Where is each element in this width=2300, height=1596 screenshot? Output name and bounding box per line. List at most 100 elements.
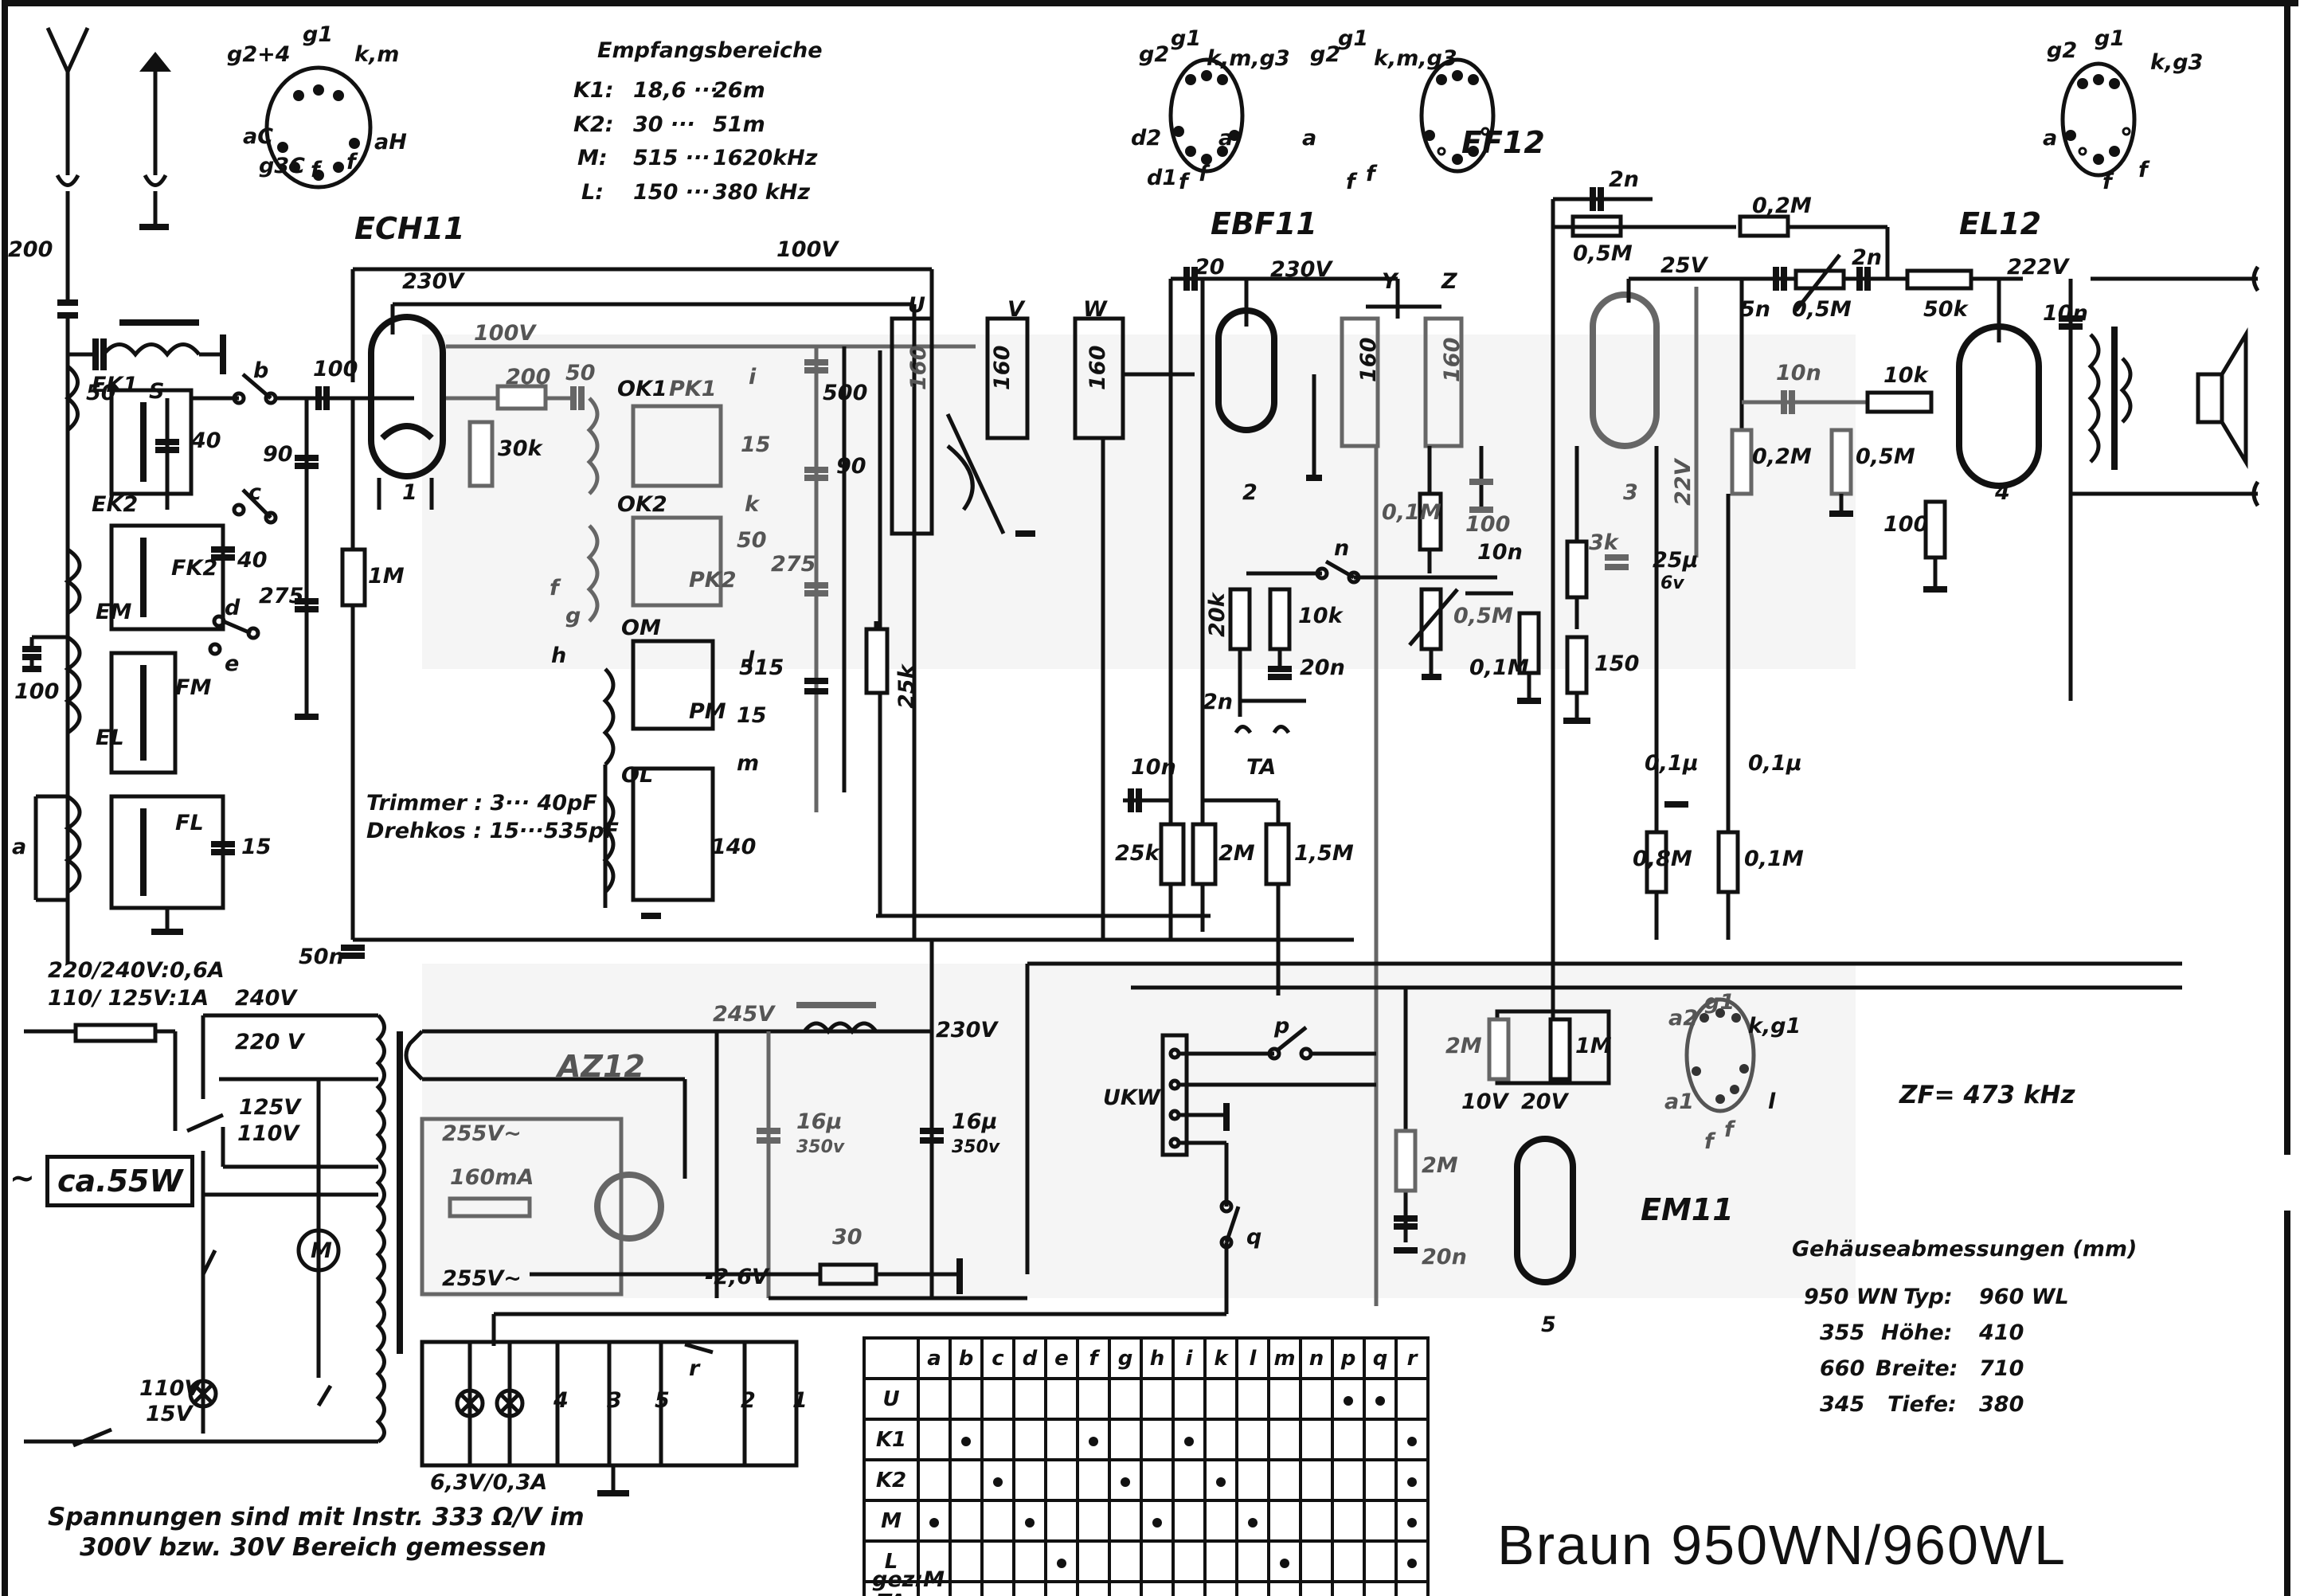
band-table-cell: [1203, 1539, 1238, 1583]
switch-label-q: q: [1246, 1225, 1262, 1250]
component-label: 350v: [796, 1137, 845, 1157]
if-transformer-label: U: [908, 293, 925, 318]
band-table-cell: [1012, 1458, 1047, 1502]
component-label: 275: [259, 584, 304, 608]
switch-label-m: m: [737, 751, 760, 776]
band-table-cell: [1235, 1580, 1270, 1596]
component-label: 2n: [1852, 245, 1883, 270]
band-table-cell: [1267, 1377, 1302, 1421]
tube-label-em11: EM11: [1641, 1192, 1734, 1227]
socket-pin-label: a: [2043, 126, 2058, 151]
component-label: S: [149, 379, 165, 404]
band-table-cell: [917, 1458, 952, 1502]
band-table-cell: [1044, 1539, 1079, 1583]
band-table-cell: [1076, 1377, 1111, 1421]
range-band: K1:: [573, 78, 614, 103]
socket-pin-label: a2: [1668, 1006, 1699, 1031]
socket-pin-label: d1: [1147, 166, 1178, 190]
component-label: 200: [8, 237, 53, 262]
tube-label-ef12: EF12: [1461, 125, 1545, 160]
band-table-column-header: r: [1394, 1336, 1430, 1380]
transformer-primary: [375, 1014, 386, 1444]
socket-pin-label: g2: [1139, 42, 1170, 67]
band-table-cell: [1203, 1377, 1238, 1421]
component-label: 20k: [1205, 593, 1230, 637]
band-table-row: M: [862, 1499, 1430, 1543]
fuse-rating: 110/ 125V:1A: [48, 986, 209, 1011]
band-table-cell: [1267, 1539, 1302, 1583]
band-table-cell: [917, 1499, 952, 1543]
band-table-cell: [1235, 1377, 1270, 1421]
voltage-label: 230V: [936, 1018, 998, 1042]
dim-label: Breite:: [1876, 1356, 1958, 1381]
component-label: 2M: [1445, 1034, 1482, 1058]
switch-closed-dot: [1216, 1477, 1226, 1487]
voltage-label: 125V: [239, 1095, 301, 1120]
band-table-cell: [949, 1458, 984, 1502]
component-label: FK2: [171, 556, 218, 581]
component-label: 10n: [2043, 301, 2088, 326]
band-table-cell: [1140, 1458, 1175, 1502]
component-label: 160: [1356, 337, 1381, 382]
component-label: OK2: [617, 492, 667, 517]
switch-closed-dot: [1121, 1477, 1130, 1487]
dial-lamp-number: 3: [607, 1388, 622, 1413]
band-table-column-header: c: [980, 1336, 1015, 1380]
ef12-socket-diagram: [1410, 56, 1505, 178]
voltage-label: 230V: [1270, 257, 1332, 282]
voltage-label: 100V: [776, 237, 839, 262]
voltage-label: 6,3V/0,3A: [430, 1470, 548, 1495]
component-label: 1,5M: [1294, 841, 1354, 866]
band-table-cell: [1012, 1580, 1047, 1596]
tube-label-az12: AZ12: [557, 1049, 645, 1084]
socket-pin-label: g2: [2047, 38, 2078, 63]
switch-label-k: k: [745, 492, 759, 517]
component-label: Trimmer : 3··· 40pF: [366, 791, 597, 816]
voltage-label: 15V: [146, 1402, 193, 1426]
band-table-cell: [1140, 1499, 1175, 1543]
component-label: 0,5M: [1856, 444, 1915, 469]
component-label: 0,1µ: [1748, 751, 1802, 776]
socket-pin-label: g2: [1310, 42, 1341, 67]
component-label: 6v: [1660, 573, 1684, 593]
band-table-cell: [1076, 1418, 1111, 1461]
socket-pin-label: g1: [1338, 26, 1369, 51]
if-transformer-label: V: [1007, 297, 1024, 322]
band-table-cell: [1299, 1458, 1334, 1502]
dim-label: Höhe:: [1881, 1320, 1953, 1345]
component-label: 100: [313, 357, 358, 381]
dim-right: 960 WL: [1979, 1285, 2069, 1309]
component-label: 5n: [1740, 297, 1771, 322]
component-label: 90: [836, 454, 866, 479]
if-transformer-label: W: [1083, 297, 1107, 322]
band-table-cell: [1108, 1580, 1143, 1596]
switch-closed-dot: [1248, 1517, 1258, 1528]
component-label: 0,5M: [1453, 604, 1513, 628]
dim-right: 410: [1979, 1320, 2024, 1345]
if-frequency: ZF= 473 kHz: [1899, 1081, 2075, 1109]
band-table-cell: [1363, 1418, 1398, 1461]
component-label: FM: [175, 675, 212, 700]
band-table-cell: [1299, 1418, 1334, 1461]
component-label: 2M: [1422, 1153, 1458, 1178]
band-table-cell: [1140, 1580, 1175, 1596]
band-table-cell: [1172, 1499, 1207, 1543]
component-label: 0,1M: [1469, 655, 1529, 680]
speaker-icon: [2220, 327, 2248, 470]
band-table-cell: [1108, 1539, 1143, 1583]
band-table-cell: [1044, 1377, 1079, 1421]
dial-lamp-number: 2: [741, 1388, 756, 1413]
band-table-cell: [1363, 1499, 1398, 1543]
reception-ranges-heading: Empfangsbereiche: [597, 38, 823, 63]
component-label: EM: [96, 600, 132, 624]
footnote-line-2: 300V bzw. 30V Bereich gemessen: [80, 1533, 547, 1562]
ebf11-envelope: [1215, 307, 1277, 433]
band-table-row-label: L: [862, 1539, 920, 1583]
band-table-cell: [1044, 1418, 1079, 1461]
component-label: 0,5M: [1573, 241, 1633, 266]
dial-lamp-number: 4: [553, 1388, 569, 1413]
component-label: OK1: [617, 377, 667, 401]
socket-pin-label: f: [1179, 170, 1188, 194]
switch-closed-dot: [961, 1436, 971, 1446]
